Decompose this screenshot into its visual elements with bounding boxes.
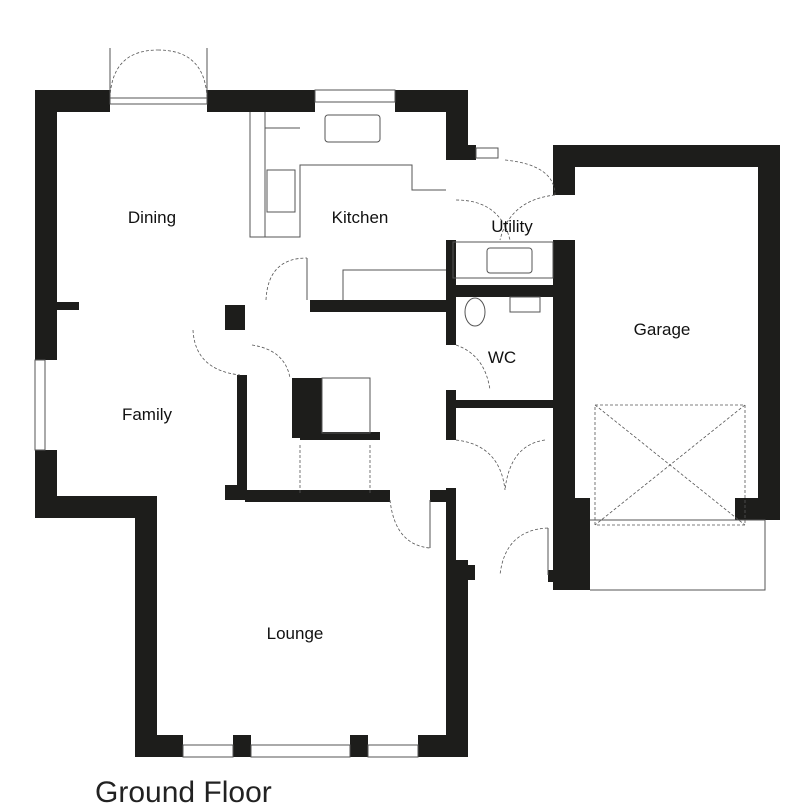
garage-canopy xyxy=(594,404,746,526)
room-label-kitchen: Kitchen xyxy=(331,208,389,227)
room-label-utility: Utility xyxy=(491,217,533,236)
windows xyxy=(34,89,499,758)
toilet xyxy=(464,297,486,327)
stairs xyxy=(321,377,371,434)
room-label-lounge: Lounge xyxy=(266,624,324,643)
hob xyxy=(266,169,296,213)
room-label-wc: WC xyxy=(487,348,517,367)
utility-sink xyxy=(486,247,533,274)
room-label-family: Family xyxy=(121,405,173,424)
walls xyxy=(35,90,780,757)
doors xyxy=(109,48,556,576)
wc-basin xyxy=(509,296,541,313)
fixtures xyxy=(249,112,766,591)
room-label-garage: Garage xyxy=(633,320,691,339)
room-label-dining: Dining xyxy=(127,208,177,227)
plan-title: Ground Floor xyxy=(95,776,272,809)
kitchen-sink xyxy=(324,114,381,143)
